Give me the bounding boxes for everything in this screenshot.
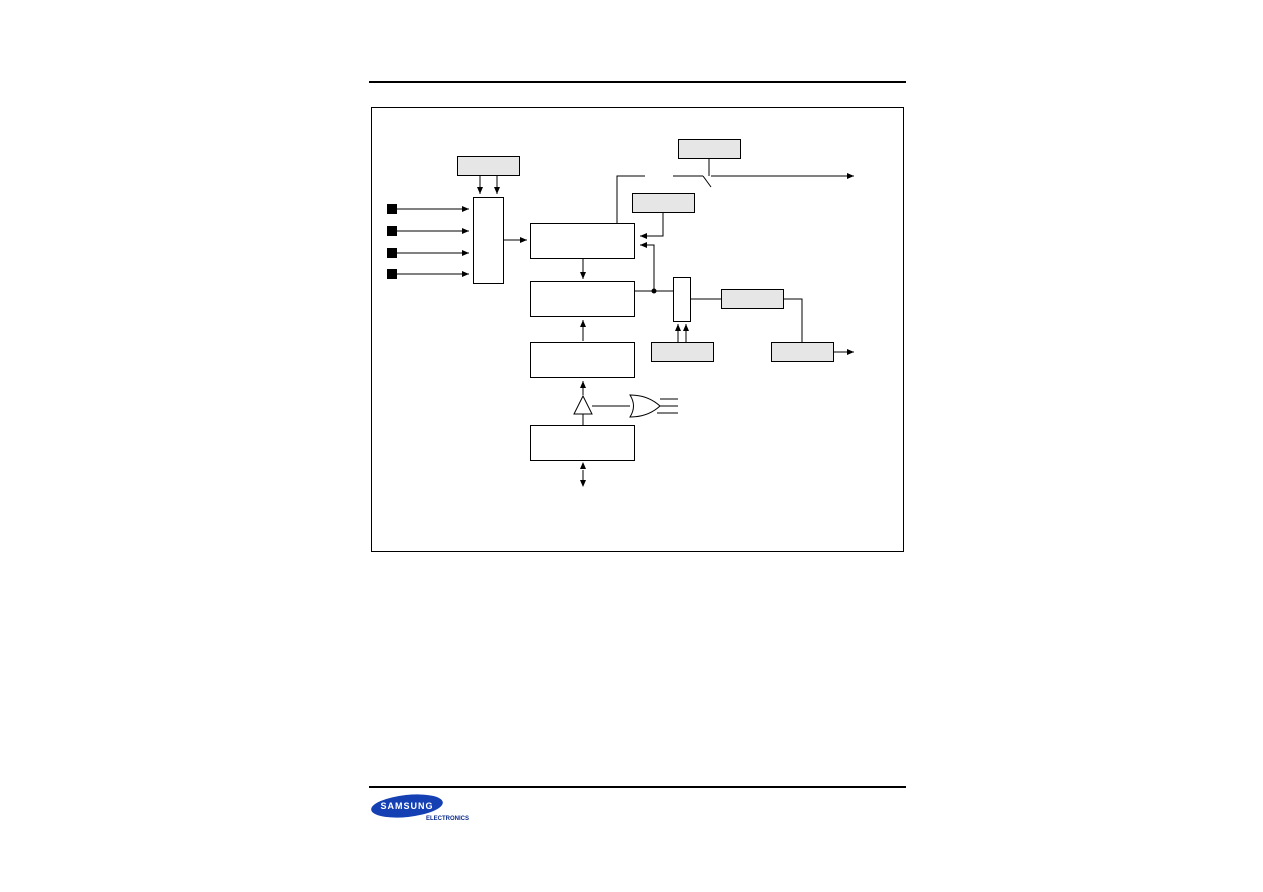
tri-state-buffer bbox=[573, 394, 593, 415]
data-register-block bbox=[530, 342, 635, 378]
data-bus-arrow-down bbox=[580, 480, 586, 487]
interrupt-to-counter-arrow bbox=[640, 213, 664, 239]
interrupt-box bbox=[632, 193, 695, 213]
input-pin-1 bbox=[387, 204, 397, 214]
input-pins bbox=[387, 204, 469, 279]
input-mux bbox=[473, 197, 504, 284]
output-pin-box bbox=[771, 342, 834, 362]
data-bus-block bbox=[530, 425, 635, 461]
compare-feedback-arrow bbox=[640, 242, 655, 291]
or-gate bbox=[629, 394, 661, 418]
input-pin-2 bbox=[387, 226, 397, 236]
samsung-logo-subtext: ELECTRONICS bbox=[426, 816, 470, 822]
latch-to-pin-line bbox=[784, 298, 803, 342]
compare-block bbox=[530, 281, 635, 317]
input-pin-4 bbox=[387, 269, 397, 279]
input-pin-3 bbox=[387, 248, 397, 258]
data-bus-arrow-up bbox=[580, 462, 586, 469]
footer-rule bbox=[369, 786, 906, 788]
switch-blade bbox=[702, 175, 712, 188]
mode-select-box bbox=[651, 342, 714, 362]
header-rule bbox=[369, 81, 906, 83]
counter-block bbox=[530, 223, 635, 259]
output-switch-box bbox=[678, 139, 741, 159]
svg-text:SAMSUNG: SAMSUNG bbox=[380, 801, 433, 811]
clock-select-box bbox=[457, 156, 520, 176]
counter-overflow-line bbox=[616, 175, 645, 223]
output-latch-box bbox=[721, 289, 784, 309]
samsung-logo: SAMSUNG bbox=[371, 794, 443, 818]
diagram-frame bbox=[371, 107, 904, 552]
output-mux bbox=[673, 277, 691, 322]
